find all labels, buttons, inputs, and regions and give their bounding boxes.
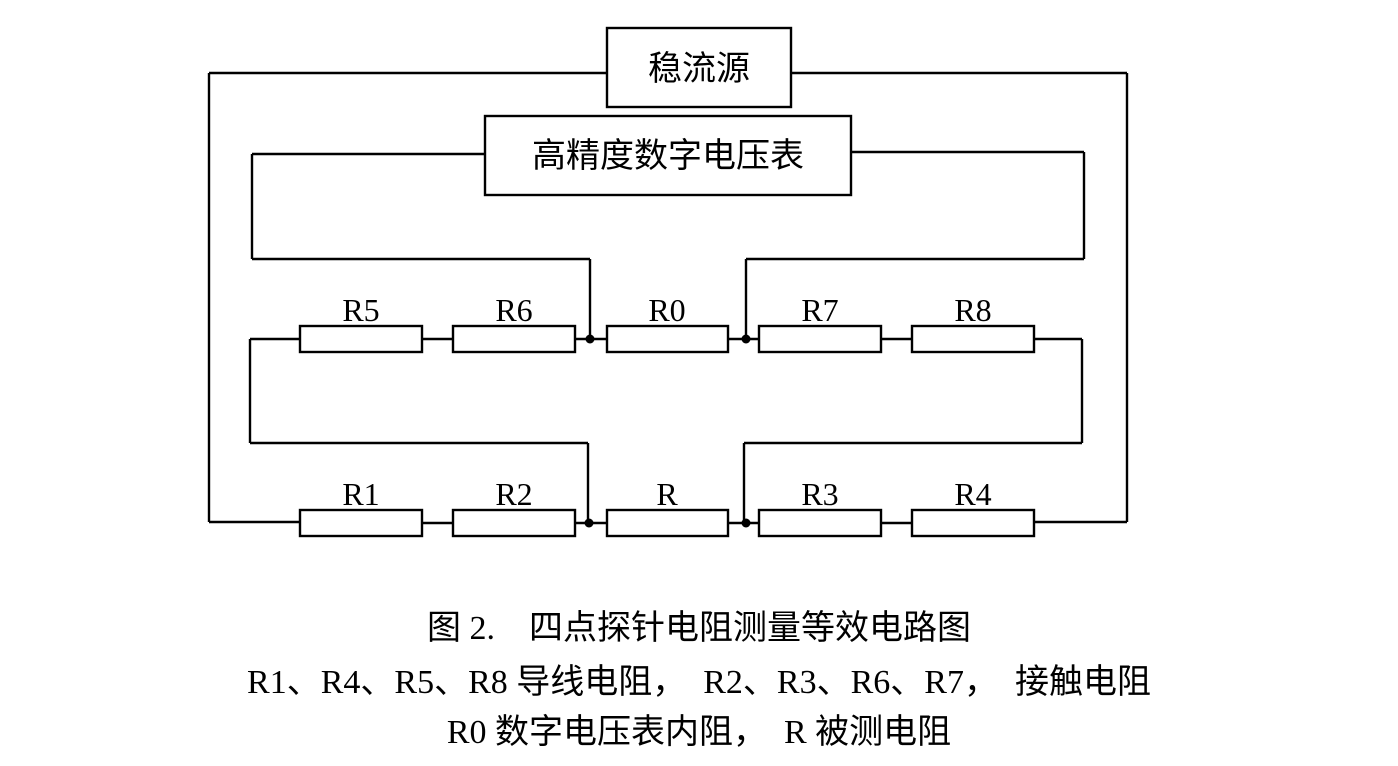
- junction-nodes: [584, 334, 751, 528]
- resistor-label: R: [656, 476, 678, 512]
- junction-node: [741, 334, 751, 344]
- resistor-r6: R6: [451, 292, 577, 354]
- figure-caption-line2: R1、R4、R5、R8 导线电阻， R2、R3、R6、R7， 接触电阻: [247, 664, 1151, 701]
- resistor-label: R4: [954, 476, 991, 512]
- circuit-diagram: 稳流源 高精度数字电压表 R5 R6 R0 R7 R8 R1 R2 R R3: [207, 26, 1129, 538]
- resistor-label: R7: [801, 292, 838, 328]
- probe-link-wires: [248, 339, 1084, 524]
- resistor-r4: R4: [910, 476, 1036, 538]
- current-source-label: 稳流源: [648, 49, 750, 89]
- resistor-label: R5: [342, 292, 379, 328]
- figure-caption-title: 图 2. 四点探针电阻测量等效电路图: [427, 610, 971, 647]
- resistor-r: R: [605, 476, 730, 538]
- resistor-r0: R0: [605, 292, 730, 354]
- junction-node: [585, 334, 595, 344]
- resistor-label: R0: [648, 292, 685, 328]
- voltmeter: 高精度数字电压表: [483, 114, 853, 197]
- resistor-r3: R3: [757, 476, 883, 538]
- resistor-label: R6: [495, 292, 532, 328]
- resistor-label: R2: [495, 476, 532, 512]
- resistor-r5: R5: [298, 292, 424, 354]
- resistor-r1: R1: [298, 476, 424, 538]
- resistor-r7: R7: [757, 292, 883, 354]
- voltmeter-label: 高精度数字电压表: [532, 136, 804, 176]
- current-source: 稳流源: [605, 26, 793, 109]
- figure-caption-line3: R0 数字电压表内阻， R 被测电阻: [446, 714, 952, 751]
- junction-node: [741, 518, 751, 528]
- resistor-label: R3: [801, 476, 838, 512]
- current-loop-wires: [207, 71, 1129, 524]
- resistor-label: R1: [342, 476, 379, 512]
- resistor-r2: R2: [451, 476, 577, 538]
- junction-node: [584, 518, 594, 528]
- voltmeter-loop-wires: [250, 150, 1086, 338]
- resistor-label: R8: [954, 292, 991, 328]
- resistor-r8: R8: [910, 292, 1036, 354]
